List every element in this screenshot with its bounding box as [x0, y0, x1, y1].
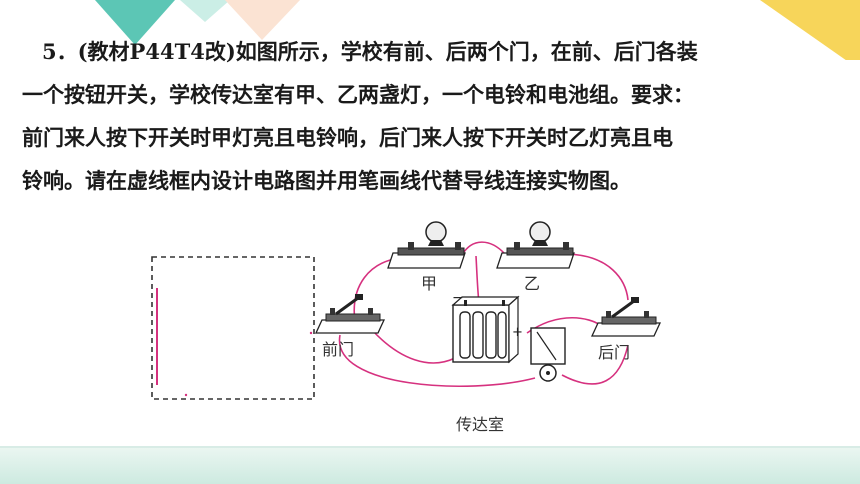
- dashed-design-box[interactable]: [151, 256, 315, 400]
- back-door-label: 后门: [598, 343, 630, 362]
- light-teal-triangle: [180, 0, 230, 22]
- front-door-switch: [314, 294, 386, 334]
- question-source: (教材P44T4改): [77, 39, 236, 64]
- battery-pack: [451, 295, 520, 364]
- teal-triangle: [95, 0, 175, 45]
- lamp-yi-label: 乙: [524, 274, 540, 293]
- electric-bell: [530, 327, 566, 382]
- lamp-jia-label: 甲: [421, 274, 437, 293]
- front-door-label: 前门: [322, 340, 354, 359]
- question-line-3: 前门来人按下开关时甲灯亮且电铃响，后门来人按下开关时乙灯亮且电: [22, 125, 673, 150]
- top-left-decoration: [95, 0, 860, 60]
- bottom-divider: [0, 446, 860, 448]
- lamp-jia: [387, 221, 466, 269]
- question-text: 5．(教材P44T4改)如图所示，学校有前、后两个门，在前、后门各装 一个按钮开…: [22, 30, 842, 202]
- room-label: 传达室: [456, 415, 504, 434]
- question-number: 5．: [42, 39, 78, 64]
- peach-triangle: [225, 0, 300, 40]
- battery-minus-label: −: [452, 290, 464, 306]
- question-line-1: 如图所示，学校有前、后两个门，在前、后门各装: [235, 39, 698, 64]
- lamp-yi: [496, 221, 575, 269]
- back-door-switch: [590, 297, 662, 337]
- question-line-4: 铃响。请在虚线框内设计电路图并用笔画线代替导线连接实物图。: [22, 168, 631, 193]
- battery-plus-label: +: [512, 325, 523, 340]
- yellow-corner-triangle: [760, 0, 860, 60]
- bottom-band: [0, 448, 860, 484]
- question-line-2: 一个按钮开关，学校传达室有甲、乙两盏灯，一个电铃和电池组。要求：: [22, 82, 694, 107]
